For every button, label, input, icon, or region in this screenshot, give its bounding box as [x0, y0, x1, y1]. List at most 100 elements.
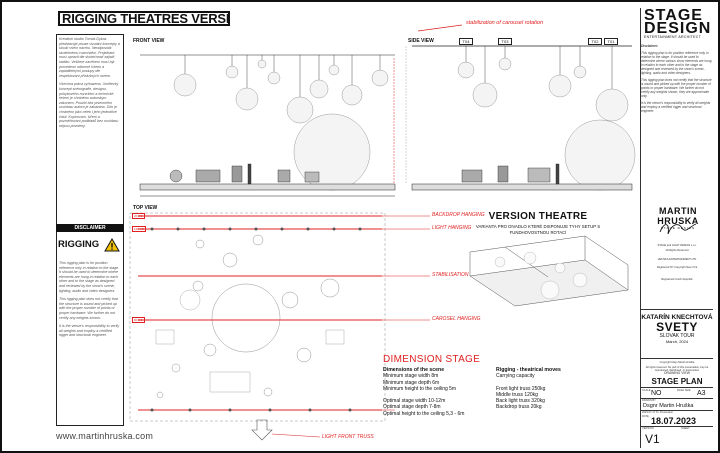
load-line: Back light truss 320kg — [496, 398, 545, 405]
date-value: 18.07.2023 — [651, 416, 697, 426]
designer-line: Registered NY Copyright New York — [656, 266, 698, 269]
side-tag: T04 — [459, 38, 473, 45]
designer-line: All Rights Reserved — [665, 249, 689, 252]
front-hang-lines — [184, 55, 381, 98]
load-line: Front light truss 250kg — [496, 385, 546, 392]
right-disclaimer-p1: This rigging plan is for position refere… — [641, 51, 712, 75]
dimensions-block: Dimensions of the scene Minimum stage wi… — [383, 367, 483, 417]
light-label: LIGHT HANGING — [432, 225, 472, 231]
drawing-view-label: DRAWING VIEW — [664, 371, 690, 375]
dimension-line: Minimum stage depth 6m — [383, 379, 440, 386]
moves-subheading: Carrying capacity — [496, 373, 535, 380]
page-title: RIGGING THEATRES VERSION — [58, 11, 230, 26]
drawn-row: DRAWN BY Dsgnr Martin Hruška — [641, 399, 713, 411]
page-size-label: PAGE SIZE — [677, 389, 691, 392]
carousel-label: CAROSEL HANGING — [432, 316, 481, 322]
dimension-line: Minimum stage width 8m — [383, 373, 439, 380]
side-view-label: SIDE VIEW — [408, 38, 434, 44]
logo-tagline: ENTERTAINMENT ARCHITECT — [644, 35, 702, 39]
front-band-gear — [169, 163, 320, 185]
logo-line-2: DESIGN — [644, 20, 712, 37]
front-view-label: FRONT VIEW — [133, 38, 165, 44]
side-band-gear — [461, 163, 560, 185]
tour-name: SLOVAK TOUR — [659, 333, 695, 339]
side-tag: T02 — [588, 38, 602, 45]
disclaimer-text-3: It is the venue's responsibility to veri… — [59, 324, 120, 338]
carousel-note: stabilization of carousel rotation — [466, 20, 544, 26]
date-row: DATE 18.07.2023 — [641, 415, 713, 427]
disclaimer-text-1: This rigging plan is for position refere… — [59, 261, 120, 293]
side-spheres — [457, 57, 636, 191]
version-value: V1 — [645, 432, 660, 446]
rigging-moves-block: Rigging - theatrical moves Carrying capa… — [496, 367, 616, 411]
designer-name: MARTIN HRUSKA — [657, 206, 699, 226]
left-text-1: Kreativní studio Tomáš Dykas představuje… — [59, 37, 120, 78]
left-info-column: Kreativní studio Tomáš Dykas představuje… — [56, 34, 124, 426]
version-row: VERSION V1 SHEET — [641, 427, 713, 446]
load-tag: 90 KG — [132, 317, 145, 323]
right-disclaimer-head: Disclaimer: — [641, 44, 659, 48]
front-truss-label: LIGHT FRONT TRUSS — [322, 434, 374, 440]
disclaimer-text-2: This rigging plan does not certify that … — [59, 297, 118, 320]
disclaimer-body: This rigging plan is for position refere… — [59, 235, 121, 342]
warning-icon — [104, 238, 120, 252]
front-stage-floor — [139, 183, 396, 191]
optimal-line: Optimal height to the ceiling 5,3 - 6m — [383, 410, 465, 417]
moves-heading: Rigging - theatrical moves — [496, 367, 561, 373]
show-name: SVETY — [656, 320, 698, 334]
scale-row: SCALE NO PAGE SIZE A3 — [641, 389, 713, 399]
copyright: Copyright Dsgn Martin Hruška — [659, 361, 695, 364]
date-small: 2023-07-17 Kl. Presentace — [642, 411, 673, 414]
backdrop-label: BACKDROP HANGING — [432, 212, 485, 218]
dimension-title: DIMENSION STAGE — [383, 354, 481, 365]
title-block — [640, 8, 714, 448]
sheet-label: SHEET — [681, 427, 690, 430]
top-view-frame — [129, 212, 386, 422]
top-view-label: TOP VIEW — [133, 205, 158, 211]
load-tag: 110 KG — [132, 226, 146, 232]
website-url[interactable]: www.martinhruska.com — [56, 431, 154, 441]
stabilisation-label: STABILISATION — [432, 272, 469, 278]
side-tag: T03 — [498, 38, 512, 45]
side-stage-floor — [411, 183, 633, 191]
stage-design-logo: STAGE DESIGN ENTERTAINMENT ARCHITECT — [644, 7, 712, 40]
client-box: KATARÍN KNECHTOVÁ SVETY SLOVAK TOUR Marc… — [641, 309, 713, 359]
top-fixtures — [150, 227, 362, 412]
scale-value: NO — [651, 390, 662, 397]
tour-date: March, 2024 — [665, 339, 689, 344]
side-hang-lines — [465, 46, 613, 90]
optimal-line: Optimal stage width 10-12m — [383, 398, 446, 405]
right-disclaimer-p2: This rigging plan does not certify that … — [641, 78, 712, 98]
drawn-by-value: Dsgnr Martin Hruška — [643, 403, 694, 409]
designer-signature — [659, 223, 697, 235]
optimal-line: Optimal stage depth 7-8m — [383, 404, 441, 411]
date-label: DATE — [642, 415, 649, 418]
right-disclaimer: Disclaimer: This rigging plan is for pos… — [641, 44, 713, 116]
load-tag: 20 KG — [132, 213, 145, 219]
dimensions-heading: Dimensions of the scene — [383, 367, 445, 373]
rigging-label: RIGGING — [58, 239, 100, 250]
page-size-value: A3 — [697, 390, 706, 397]
load-line: Backdrop truss 20kg — [496, 404, 542, 411]
carousel-arrow — [417, 24, 463, 32]
version-label: VERSION — [642, 427, 654, 430]
disclaimer-heading: DISCLAIMER — [56, 224, 124, 232]
version-theatre-block: VERSION THEATRE VARIANTA PRO DIVADLO KTE… — [458, 211, 618, 235]
designer-line: STAGE and LIGHT DESIGN s.r.o. — [657, 244, 697, 247]
artist-name: KATARÍN KNECHTOVÁ — [641, 314, 713, 321]
left-text-2: Všechna práva vyhrazena. Umělecký koncep… — [59, 82, 119, 128]
version-heading: VERSION THEATRE — [488, 211, 588, 222]
logo-line-1: STAGE — [644, 7, 703, 24]
designer-line: Registered Czech Republic — [661, 278, 693, 281]
top-band-gear — [155, 289, 345, 393]
stage-plan-title: STAGE PLAN — [641, 376, 713, 388]
side-tag: T01 — [604, 38, 618, 45]
scale-label: SCALE — [642, 389, 651, 392]
version-subtitle: VARIANTA PRO DIVADLO KTERÉ DISPONUJE TYH… — [475, 224, 601, 235]
top-spheres — [156, 234, 340, 399]
audience-arrow — [251, 419, 273, 441]
load-line: Middle truss 120kg — [496, 391, 538, 398]
designer-sub: STAGE DESIGN — [660, 226, 696, 230]
rights-note: All rights reserved. No part of this pre… — [645, 366, 709, 373]
